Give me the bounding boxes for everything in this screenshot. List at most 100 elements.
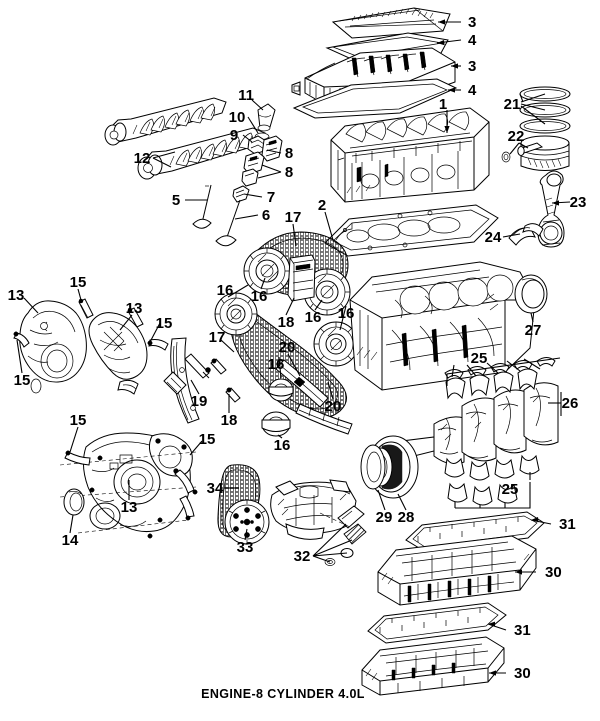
relief-valve-parts-32 (319, 505, 367, 566)
callout-29: 29 (376, 509, 393, 526)
oil-pan-gasket-31-lower (367, 602, 507, 644)
callout-4-upper: 4 (468, 32, 477, 49)
balancer-seal-29 (360, 444, 386, 490)
camshaft-rear-12 (104, 97, 227, 146)
oil-pan-30-upper (377, 535, 537, 606)
piston-23 (520, 135, 570, 171)
cover-bolt-15-f (174, 469, 198, 495)
callout-31-lower: 31 (514, 622, 531, 639)
callout-15-d: 15 (70, 412, 87, 429)
cover-bolt-15-e (64, 450, 91, 466)
callout-18-upper: 18 (278, 314, 295, 331)
callout-16-e: 16 (268, 356, 285, 373)
callout-27: 27 (525, 322, 542, 339)
callout-22: 22 (508, 128, 525, 145)
cylinder-head-gasket-2 (324, 204, 499, 257)
intake-valve-5 (192, 184, 212, 229)
timing-cover-13-right (88, 312, 148, 395)
callout-16-f: 16 (274, 437, 291, 454)
callout-25-lower: 25 (502, 481, 519, 498)
callout-9: 9 (230, 127, 238, 144)
callout-30-upper: 30 (545, 564, 562, 581)
callout-3-lower: 3 (468, 58, 476, 75)
figure-caption: ENGINE-8 CYLINDER 4.0L (201, 687, 365, 701)
valve-cover-assembly (291, 7, 458, 119)
callout-8-lower: 8 (285, 164, 293, 181)
callout-33: 33 (237, 539, 254, 556)
callout-6: 6 (262, 207, 270, 224)
rocker-arm-8-upper (261, 135, 283, 162)
piston-pin-22 (501, 142, 544, 163)
engine-block (349, 261, 536, 391)
callout-28: 28 (398, 509, 415, 526)
callout-26: 26 (562, 395, 579, 412)
idler-sprocket-16-small-left (268, 378, 294, 402)
connecting-rod-bearing-24 (508, 223, 544, 246)
callout-2: 2 (318, 197, 326, 214)
exhaust-valve-6 (215, 199, 241, 247)
callout-16-c: 16 (305, 309, 322, 326)
connecting-rod-23 (537, 170, 565, 248)
valve-cover-gasket-lower-4 (292, 78, 458, 119)
lash-adjuster-9 (247, 135, 267, 155)
callout-15-b: 15 (156, 315, 173, 332)
idler-sprocket-16-upper-left (214, 292, 258, 336)
tensioner-rail-20-b (295, 403, 353, 435)
callout-11: 11 (238, 87, 254, 104)
callout-numbers: 3 4 3 4 1 2 5 6 7 8 8 9 10 11 12 13 13 1… (8, 14, 587, 682)
chain-guide-18-upper (287, 254, 316, 302)
crankshaft-rear-seal-27 (514, 274, 548, 314)
callout-23: 23 (570, 194, 587, 211)
timing-cover-group-upper (13, 298, 169, 395)
callout-16-b: 16 (251, 288, 268, 305)
callout-30-lower: 30 (514, 665, 531, 682)
rocker-arm-8-lower (243, 151, 265, 175)
chain-tensioner-19 (163, 353, 211, 395)
oil-pan-30-lower (361, 636, 505, 696)
cover-bolt-15-a (78, 298, 94, 319)
guide-bolt-18 (210, 358, 241, 403)
callout-17-lower: 17 (209, 329, 226, 346)
main-bearings-25-upper (444, 357, 561, 400)
callout-24: 24 (485, 229, 502, 246)
rocker-arm-8-third (241, 168, 259, 187)
crankshaft-front-seal-14 (63, 488, 85, 516)
callout-13-right: 13 (126, 300, 143, 317)
callout-15-c: 15 (14, 372, 31, 389)
front-timing-cover-group (59, 432, 198, 539)
callout-13-left: 13 (8, 287, 25, 304)
callout-18-lower: 18 (221, 412, 238, 429)
oil-pump-group (217, 464, 367, 566)
callout-34: 34 (207, 480, 224, 497)
crank-sprocket-16-bottom (261, 411, 291, 437)
callout-19: 19 (191, 393, 208, 410)
camshaft-front-12 (137, 127, 266, 180)
callout-5: 5 (172, 192, 180, 209)
idler-sprocket-16-right (313, 321, 359, 367)
callout-3-upper: 3 (468, 14, 476, 31)
callout-15-a: 15 (70, 274, 87, 291)
callout-16-d: 16 (338, 305, 355, 322)
timing-chain-assembly (163, 231, 359, 437)
callout-32: 32 (294, 548, 311, 565)
callout-10: 10 (229, 109, 246, 126)
callout-20-b: 20 (325, 398, 342, 415)
callout-21: 21 (504, 96, 521, 113)
callout-20-a: 20 (279, 339, 296, 356)
harmonic-balancer-group (360, 435, 419, 499)
cover-bolt-15-c (13, 331, 30, 348)
front-timing-cover-13 (59, 432, 197, 539)
callout-16-a: 16 (217, 282, 234, 299)
camshaft-assembly (104, 97, 283, 247)
valve-cover-upper-3 (331, 7, 451, 39)
valve-spring-retainer-7 (232, 185, 250, 203)
cover-bolt-15-d (147, 339, 169, 351)
cover-bolt-15-g (179, 495, 195, 521)
callout-8-upper: 8 (285, 145, 293, 162)
oil-pump-sprocket-33 (224, 499, 270, 545)
chain-guide-18-left (170, 337, 200, 424)
main-bearings-25-lower (444, 454, 540, 509)
callout-31-upper: 31 (559, 516, 576, 533)
piston-assembly (501, 86, 571, 248)
